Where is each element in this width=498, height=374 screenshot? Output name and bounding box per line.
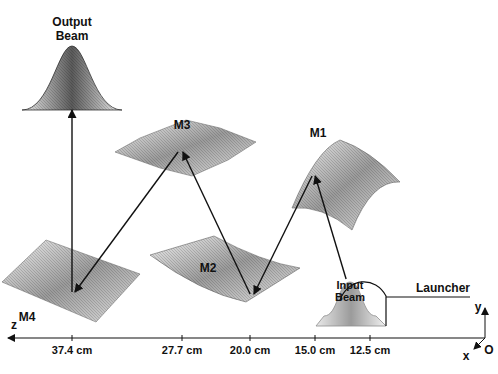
axis-label: O bbox=[484, 343, 493, 357]
output-beam: Output Beam bbox=[22, 46, 122, 110]
dimension-label: 20.0 cm bbox=[230, 344, 270, 357]
input-beam: Input Beam bbox=[326, 279, 374, 305]
dimension-label: 27.7 cm bbox=[162, 344, 202, 357]
node-label: M3 bbox=[174, 118, 191, 132]
mirror-m1: M1 bbox=[310, 168, 318, 176]
beam-path bbox=[183, 152, 250, 294]
node-label: M4 bbox=[19, 310, 36, 324]
beam-path bbox=[254, 176, 312, 294]
node-label: M1 bbox=[310, 126, 327, 140]
node-label: M2 bbox=[200, 261, 217, 275]
axis-label: y bbox=[475, 300, 482, 314]
dimension-label: 37.4 cm bbox=[52, 344, 92, 357]
mirror-m2: M2 bbox=[248, 294, 256, 302]
beam-path bbox=[315, 176, 346, 279]
dimension-label: 12.5 cm bbox=[350, 344, 390, 357]
node-label: Output Beam bbox=[42, 15, 102, 43]
part-label: Launcher bbox=[416, 281, 470, 295]
mirror-m4: M4 bbox=[68, 292, 76, 300]
beam-path bbox=[75, 152, 178, 292]
node-label: Input Beam bbox=[326, 279, 374, 303]
axis-label: z bbox=[11, 318, 17, 332]
dimension-label: 15.0 cm bbox=[295, 344, 335, 357]
mirror-m3: M3 bbox=[177, 144, 185, 152]
axis-label: x bbox=[463, 349, 470, 363]
beam-path bbox=[71, 110, 72, 292]
